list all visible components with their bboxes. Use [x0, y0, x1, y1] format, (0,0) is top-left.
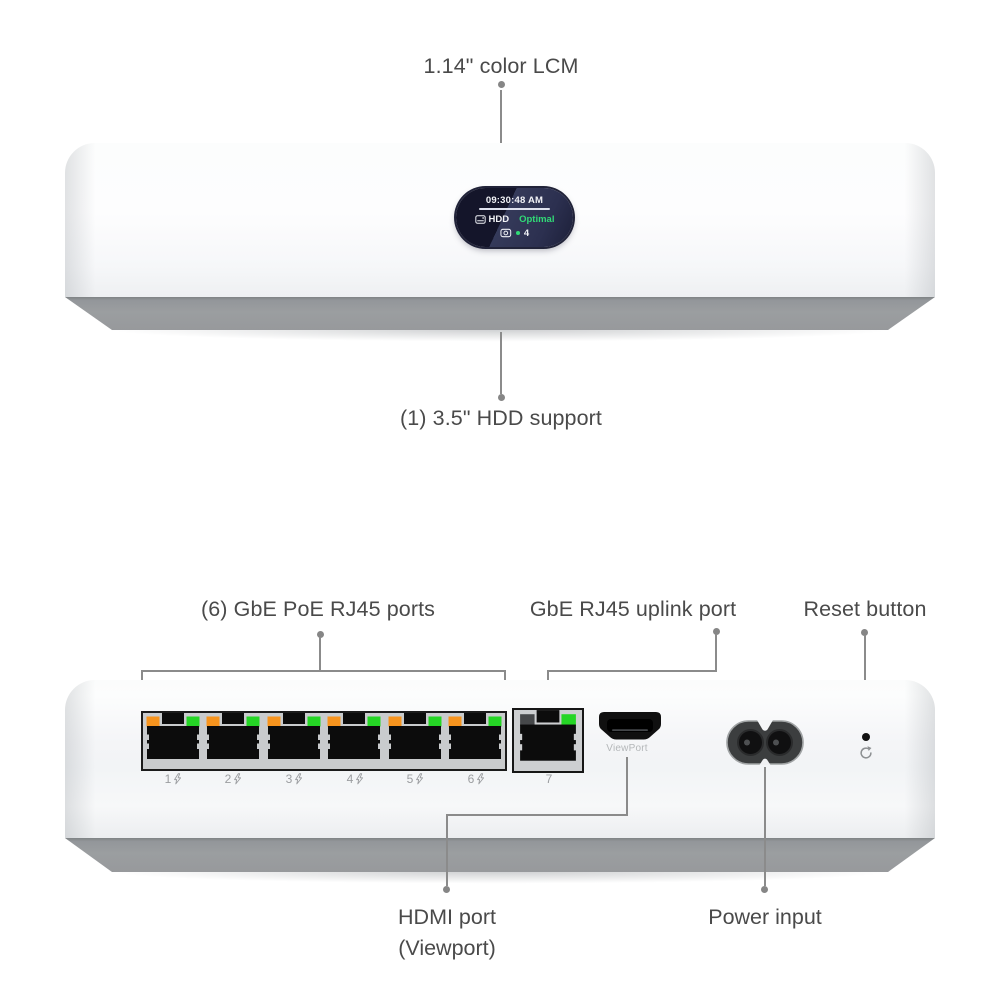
port-number: 4 — [346, 772, 354, 786]
poe-bolt-icon — [294, 773, 302, 785]
rj45-port-5 — [387, 713, 442, 759]
port-number: 6 — [467, 772, 475, 786]
device-front-base — [65, 297, 935, 330]
hdd-icon — [474, 214, 486, 224]
port-number: 1 — [164, 772, 172, 786]
poe-bolt-icon — [233, 773, 241, 785]
poe-bolt-icon — [415, 773, 423, 785]
device-back-base — [65, 838, 935, 872]
power-callout-label: Power input — [708, 905, 822, 929]
reset-leader-line — [864, 635, 866, 723]
poe-bolt-icon — [476, 773, 484, 785]
port-label-4: 4 — [347, 772, 364, 786]
reset-arrow-icon — [860, 746, 872, 759]
rj45-port-6 — [447, 713, 502, 759]
lcm-time: 09:30:48 AM — [485, 195, 544, 206]
poe-port-strip — [141, 711, 507, 771]
viewport-leader-h — [446, 814, 628, 816]
uplink-callout-label: GbE RJ45 uplink port — [529, 597, 737, 621]
hdd-callout-label: (1) 3.5" HDD support — [399, 406, 603, 430]
rj45-uplink-port — [519, 710, 577, 761]
viewport-leader-v2 — [446, 814, 448, 886]
camera-icon — [500, 228, 512, 238]
port-label-5: 5 — [407, 772, 424, 786]
rj45-port-4 — [327, 713, 382, 759]
power-leader-dot — [761, 886, 768, 893]
port-number: 3 — [285, 772, 293, 786]
port-label-7: 7 — [546, 772, 553, 786]
hdmi-callout-line1: HDMI port — [398, 905, 496, 929]
hdmi-port — [599, 712, 661, 740]
hdd-leader-line — [500, 332, 502, 394]
rj45-port-2 — [206, 713, 261, 759]
poe-bracket-top — [141, 670, 506, 672]
lcm-hdd-label: HDD — [488, 213, 510, 225]
reset-button — [862, 733, 870, 741]
power-leader-line — [764, 767, 766, 886]
uplink-leader-dot — [713, 628, 720, 635]
lcm-camera-row: 4 — [456, 228, 573, 239]
lcm-leader-line — [500, 90, 502, 188]
port-label-6: 6 — [468, 772, 485, 786]
hdmi-callout-line2: (Viewport) — [398, 936, 496, 960]
viewport-leader-v1 — [626, 757, 628, 816]
lcm-callout-label: 1.14" color LCM — [423, 54, 579, 78]
camera-status-dot — [515, 231, 520, 235]
uplink-leader-v1 — [715, 634, 717, 670]
uplink-port-box — [512, 708, 584, 773]
lcm-status-row: HDD Optimal — [456, 214, 573, 225]
poe-bolt-icon — [173, 773, 181, 785]
poe-bolt-icon — [355, 773, 363, 785]
viewport-port-label: ViewPort — [606, 743, 648, 754]
poe-leader-dot — [317, 631, 324, 638]
poe-ports-callout-label: (6) GbE PoE RJ45 ports — [200, 597, 436, 621]
lcm-hdd-status: Optimal — [519, 213, 555, 225]
uplink-leader-h — [547, 670, 717, 672]
lcm-leader-dot — [498, 81, 505, 88]
lcm-display: 09:30:48 AM HDD Optimal 4 — [456, 188, 573, 247]
rj45-port-1 — [146, 713, 200, 759]
reset-callout-label: Reset button — [803, 597, 927, 621]
port-label-1: 1 — [165, 772, 182, 786]
hdmi-callout-label: HDMI port (Viewport) — [398, 902, 496, 964]
hdd-leader-dot — [498, 394, 505, 401]
port-label-3: 3 — [286, 772, 303, 786]
rj45-port-3 — [266, 713, 321, 759]
port-number: 2 — [224, 772, 232, 786]
viewport-leader-dot — [443, 886, 450, 893]
poe-leader-stem — [319, 637, 321, 670]
port-number: 7 — [545, 772, 553, 786]
power-input-socket — [726, 720, 804, 765]
lcm-hdd-group: HDD — [474, 213, 510, 225]
lcm-divider — [479, 208, 550, 210]
port-number: 5 — [406, 772, 414, 786]
camera-count: 4 — [523, 227, 530, 239]
port-label-2: 2 — [225, 772, 242, 786]
reset-leader-dot — [861, 629, 868, 636]
